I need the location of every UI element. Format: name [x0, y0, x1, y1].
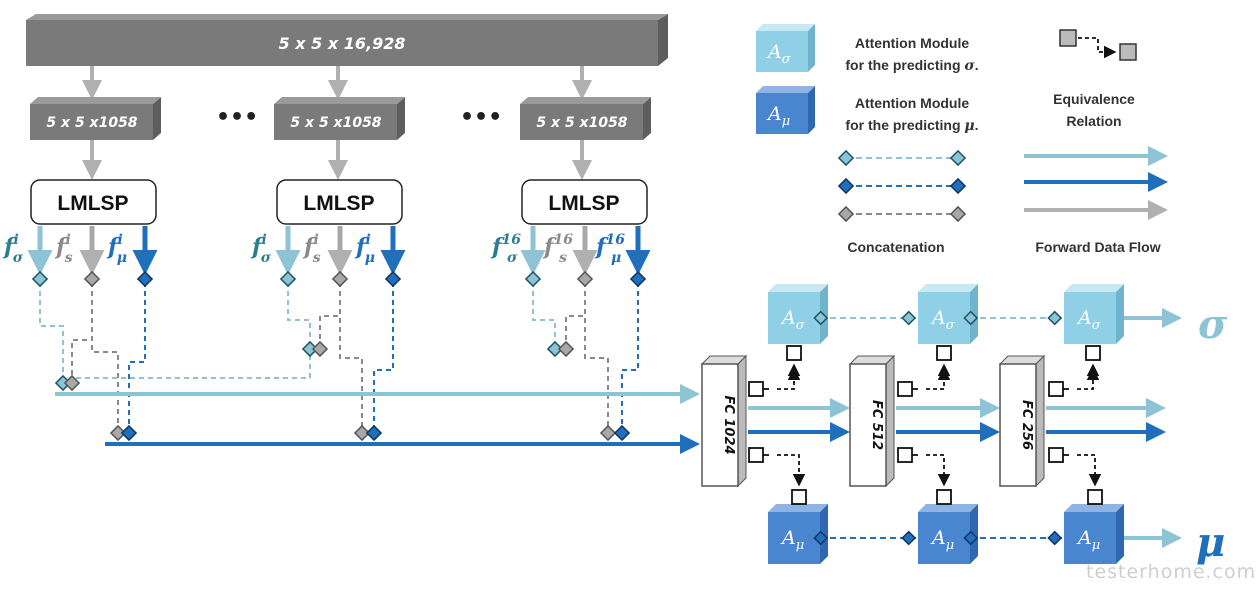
attention-label: Aσ [1076, 307, 1102, 333]
lmlsp-box-1: LMLSP [30, 179, 157, 225]
bar-to-lmlsp-arrows [82, 140, 592, 180]
fc-layer-512: FC 512 [848, 354, 896, 488]
attention-mu-2: Aμ [918, 504, 978, 564]
branch-bar-2: 5 x 5 x1058 [274, 97, 405, 140]
fc-label: FC 1024 [721, 395, 736, 454]
legend-att-sigma-line2: for the predicting σ. [845, 57, 978, 74]
output-sigma: σ [1198, 301, 1228, 348]
legend-forward-arrows [1024, 146, 1168, 220]
fc-layer-1024: FC 1024 [700, 354, 748, 488]
attention-label: Aμ [1076, 527, 1100, 553]
branch-bar-label: 5 x 5 x1058 [536, 115, 627, 131]
attention-label: Aμ [780, 527, 804, 553]
attention-mu-diamonds [813, 530, 1063, 546]
legend-equivalence-line1: Equivalence [1053, 91, 1135, 107]
ellipsis-1: ••• [216, 105, 258, 130]
output-mu: μ [1196, 519, 1225, 566]
legend-concat-lines [837, 149, 967, 223]
lmlsp-box-2: LMLSP [276, 179, 403, 225]
legend-att-sigma-line1: Attention Module [855, 35, 970, 51]
attention-sigma-3: Aσ [1064, 284, 1124, 344]
legend-concatenation: Concatenation [847, 239, 944, 255]
fc-layer-256: FC 256 [998, 354, 1046, 488]
attention-mu-1: Aμ [768, 504, 828, 564]
legend-forward-data-flow: Forward Data Flow [1035, 239, 1160, 255]
legend-attention-sigma-icon: Aσ [756, 24, 815, 72]
equivalence-connectors [748, 345, 1103, 505]
branch-bar-label: 5 x 5 x1058 [290, 115, 381, 131]
branch-bar-label: 5 x 5 x1058 [46, 115, 137, 131]
lmlsp-feature-arrows [27, 226, 651, 275]
fc-label: FC 512 [869, 400, 884, 450]
legend-equivalence-icon [1059, 29, 1137, 61]
attention-sigma-diamonds [813, 310, 1063, 326]
svg-text:Aσ: Aσ [766, 41, 792, 67]
legend-att-mu-line2: for the predicting μ. [845, 117, 978, 134]
split-arrows [82, 66, 592, 100]
attention-mu-3: Aμ [1064, 504, 1124, 564]
ellipsis-2: ••• [460, 105, 502, 130]
branch-bar-3: 5 x 5 x1058 [520, 97, 651, 140]
top-bar-label: 5 x 5 x 16,928 [279, 34, 406, 53]
fc-flows [748, 398, 1166, 442]
attention-label: Aμ [930, 527, 954, 553]
fc-label: FC 256 [1019, 400, 1034, 450]
branch-bar-1: 5 x 5 x1058 [30, 97, 161, 140]
watermark: testerhome.com [1086, 561, 1256, 583]
concat-diamonds [31, 270, 647, 442]
legend-attention-mu-icon: Aμ [756, 86, 815, 134]
legend-att-mu-line1: Attention Module [855, 95, 970, 111]
legend: Aσ Attention Module for the predicting σ… [756, 24, 1168, 255]
lmlsp-label: LMLSP [57, 192, 128, 215]
attention-label: Aσ [930, 307, 956, 333]
legend-equivalence-line2: Relation [1066, 113, 1121, 129]
attention-label: Aσ [780, 307, 806, 333]
lmlsp-label: LMLSP [303, 192, 374, 215]
attention-sigma-2: Aσ [918, 284, 978, 344]
lmlsp-label: LMLSP [548, 192, 619, 215]
concatenation-routes [39, 282, 639, 432]
lmlsp-box-3: LMLSP [521, 179, 648, 225]
top-feature-bar: 5 x 5 x 16,928 [26, 14, 668, 66]
svg-text:Aμ: Aμ [766, 103, 790, 129]
